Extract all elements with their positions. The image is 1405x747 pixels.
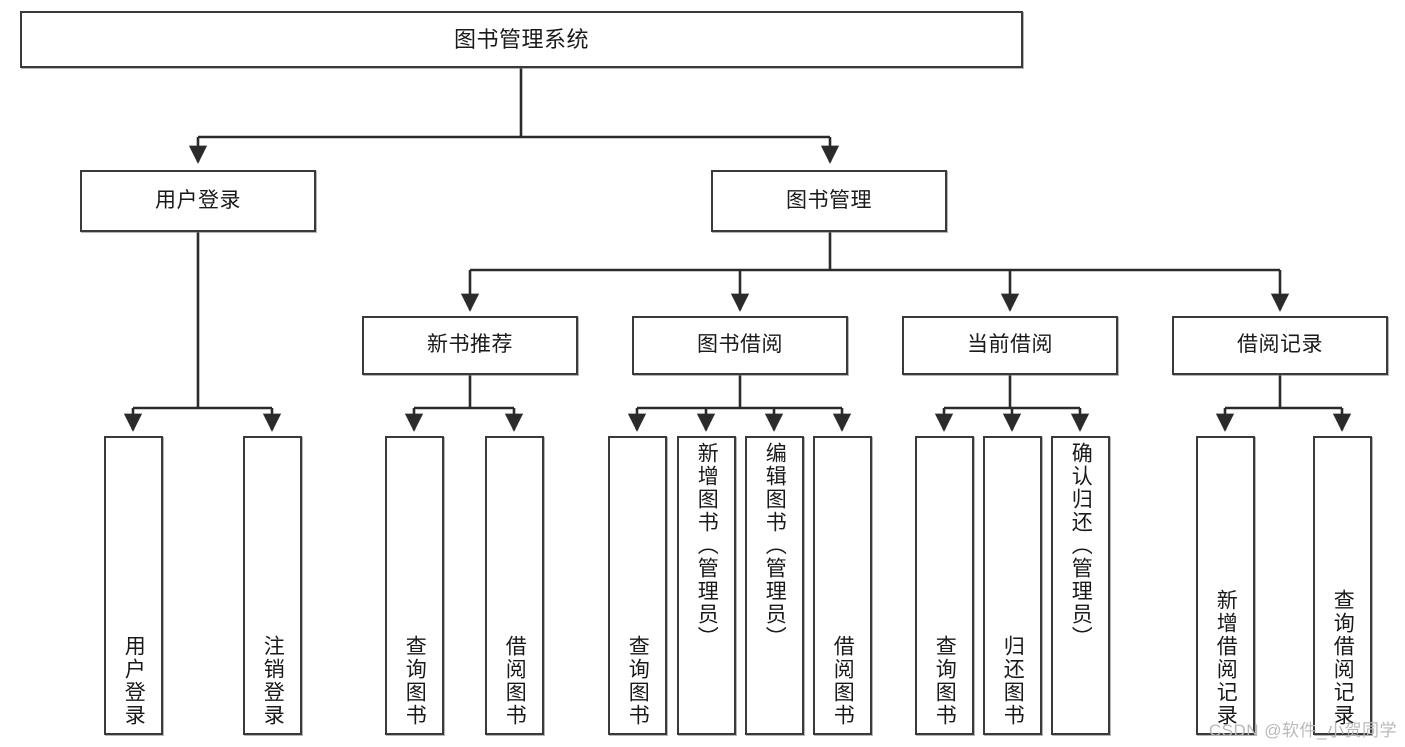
leaf-edit-book-admin[interactable]: 编辑图书（管理员）	[745, 436, 804, 735]
node-root-system[interactable]: 图书管理系统	[20, 11, 1023, 68]
leaf-add-borrow-record[interactable]: 新增借阅记录	[1196, 436, 1255, 735]
leaf-confirm-return-admin[interactable]: 确认归还（管理员）	[1051, 436, 1110, 735]
node-label: 查询图书	[403, 635, 427, 727]
node-user-login[interactable]: 用户登录	[80, 170, 316, 232]
node-label: 借阅图书	[503, 635, 527, 727]
node-borrow-record[interactable]: 借阅记录	[1172, 316, 1388, 375]
node-label: 用户登录	[122, 635, 146, 727]
leaf-add-book-admin[interactable]: 新增图书（管理员）	[677, 436, 736, 735]
node-label: 图书管理	[786, 188, 872, 212]
node-label: 新增借阅记录	[1214, 589, 1238, 727]
node-label: 图书借阅	[697, 333, 783, 357]
leaf-query-book-recommend[interactable]: 查询图书	[385, 436, 444, 735]
leaf-query-book-current[interactable]: 查询图书	[915, 436, 974, 735]
node-label: 确认归还（管理员）	[1069, 442, 1093, 649]
node-book-borrow[interactable]: 图书借阅	[632, 316, 848, 375]
leaf-query-book-borrow[interactable]: 查询图书	[608, 436, 667, 735]
leaf-user-login[interactable]: 用户登录	[104, 436, 163, 735]
leaf-query-borrow-record[interactable]: 查询借阅记录	[1313, 436, 1372, 735]
node-label: 借阅图书	[831, 635, 855, 727]
node-label: 当前借阅	[967, 333, 1053, 357]
leaf-return-book[interactable]: 归还图书	[983, 436, 1042, 735]
node-label: 用户登录	[155, 188, 241, 212]
node-label: 新书推荐	[427, 333, 513, 357]
node-book-management[interactable]: 图书管理	[711, 170, 947, 232]
node-label: 归还图书	[1001, 635, 1025, 727]
node-label: 借阅记录	[1237, 333, 1323, 357]
node-label: 查询借阅记录	[1331, 589, 1355, 727]
node-label: 查询图书	[933, 635, 957, 727]
node-label: 新增图书（管理员）	[695, 442, 719, 649]
leaf-borrow-book-recommend[interactable]: 借阅图书	[485, 436, 544, 735]
node-current-borrow[interactable]: 当前借阅	[902, 316, 1118, 375]
leaf-borrow-book[interactable]: 借阅图书	[813, 436, 872, 735]
node-label: 图书管理系统	[453, 26, 589, 52]
leaf-logout-login[interactable]: 注销登录	[243, 436, 302, 735]
node-label: 查询图书	[626, 635, 650, 727]
node-label: 编辑图书（管理员）	[763, 442, 787, 649]
node-label: 注销登录	[261, 635, 285, 727]
watermark-credit: CSDN @软件_小贺同学	[1208, 721, 1397, 740]
node-new-book-recommend[interactable]: 新书推荐	[362, 316, 578, 375]
